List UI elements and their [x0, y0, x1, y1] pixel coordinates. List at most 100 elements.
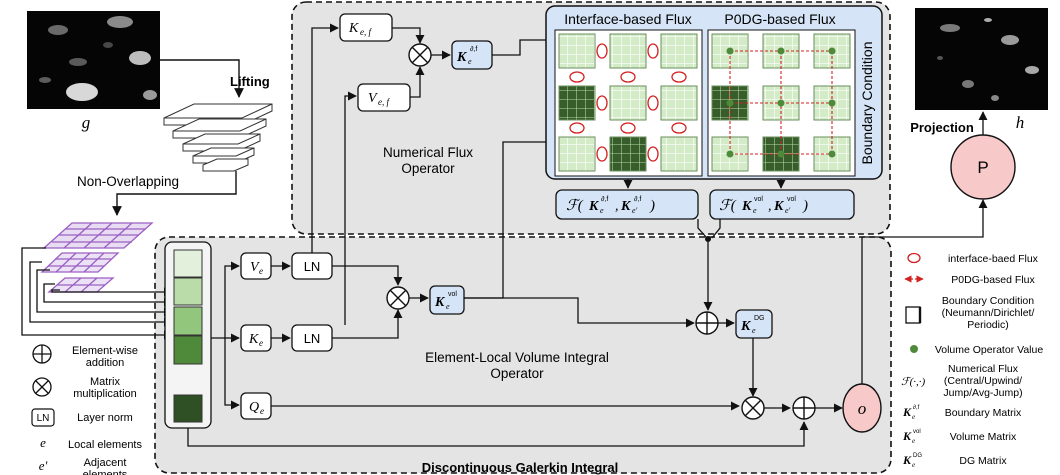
interface-flux-arrows — [569, 43, 687, 162]
legend-boundary-icon — [905, 306, 922, 324]
svg-text:,: , — [615, 199, 619, 214]
svg-text:e: e — [259, 266, 263, 276]
dg-integral-title: Discontinuous Galerkin Integral — [422, 460, 618, 475]
svg-text:vol: vol — [787, 196, 796, 203]
svg-text:e: e — [912, 413, 915, 421]
p0dg-volume-dots — [726, 47, 836, 158]
lifting-label: Lifting — [230, 74, 270, 89]
element-feature-column — [164, 241, 212, 429]
dg-add-node — [695, 311, 719, 335]
projection-label: Projection — [910, 120, 974, 135]
svg-text:K: K — [456, 50, 468, 65]
projection-p-node: P — [950, 134, 1016, 200]
svg-text:∂,f: ∂,f — [601, 196, 608, 203]
legend-flux-function-text: Numerical Flux — [948, 363, 1019, 375]
svg-text:vol: vol — [913, 429, 921, 435]
svg-text:∂,f: ∂,f — [634, 196, 641, 203]
svg-text:): ) — [649, 198, 655, 214]
svg-text:e: e — [600, 206, 604, 215]
legend-adjacent-text: Adjacent — [84, 457, 127, 469]
svg-text:∂,f: ∂,f — [913, 404, 920, 411]
legend-adjacent-text-2: elements — [83, 469, 128, 475]
volume-operator-title: Element-Local Volume Integral — [425, 350, 609, 365]
p0dg-flux-title: P0DG-based Flux — [724, 11, 835, 27]
svg-text:e: e — [912, 461, 915, 469]
legend-volume-value-text: Volume Operator Value — [935, 344, 1044, 356]
dg-integral-region — [154, 236, 892, 474]
legend-interface-icon — [907, 252, 921, 264]
legend-boundary-text-3: Periodic) — [967, 319, 1008, 331]
legend-boundary-matrix-text: Boundary Matrix — [945, 407, 1022, 419]
legend-flux-function-text-2: (Central/Upwind/ — [944, 375, 1022, 387]
k-boundary-box: K e ∂,f — [451, 40, 493, 70]
svg-text:e′: e′ — [632, 206, 638, 215]
h-label: h — [1016, 113, 1025, 132]
svg-text:e′: e′ — [785, 206, 791, 215]
flux-multiply-node — [408, 43, 432, 67]
legend-local-text: Local elements — [68, 439, 142, 451]
final-add-node — [792, 396, 816, 420]
legend-boundary-text-2: (Neumann/Dirichlet/ — [942, 307, 1035, 319]
ln-box-upper: LN — [291, 252, 333, 280]
legend-boundary-text: Boundary Condition — [942, 295, 1034, 307]
svg-text:e: e — [468, 57, 472, 66]
svg-text:e: e — [260, 406, 264, 416]
volume-multiply-node — [386, 286, 410, 310]
legend-volume-matrix-text: Volume Matrix — [950, 431, 1017, 443]
legend-p0dg-text: P0DG-based Flux — [951, 274, 1035, 286]
legend-ln-icon: LN — [31, 408, 55, 427]
svg-text:K: K — [248, 332, 259, 347]
boundary-condition-label: Boundary Condition — [859, 42, 875, 165]
legend-dg-matrix-icon: K eDG — [902, 453, 922, 469]
legend-add-icon — [32, 344, 52, 364]
svg-text:V: V — [368, 91, 378, 106]
svg-text:V: V — [250, 260, 260, 275]
nfo-title-2: Operator — [401, 161, 455, 176]
lifting-stack — [163, 103, 273, 172]
interface-flux-cells — [558, 33, 698, 172]
output-field-image — [915, 8, 1048, 110]
legend-adjacent-symbol: e' — [39, 458, 48, 473]
g-label: g — [82, 113, 91, 132]
svg-text:K: K — [741, 199, 753, 214]
svg-text:e: e — [446, 302, 450, 311]
svg-text:ℱ(: ℱ( — [566, 198, 584, 214]
svg-text:LN: LN — [304, 259, 321, 274]
legend-interface-text: interface-baed Flux — [948, 253, 1039, 265]
interface-flux-title: Interface-based Flux — [564, 11, 692, 27]
element-partition-grid — [40, 222, 154, 293]
non-overlapping-label: Non-Overlapping — [77, 174, 179, 189]
svg-text:K: K — [902, 429, 912, 443]
svg-text:K: K — [588, 199, 600, 214]
input-field-image — [27, 11, 160, 109]
grid-to-column-arrows — [21, 247, 173, 340]
volume-operator-title-2: Operator — [490, 366, 544, 381]
svg-text:K: K — [348, 21, 359, 36]
svg-text:e: e — [752, 326, 756, 335]
svg-text:LN: LN — [37, 413, 50, 424]
legend-flux-function-text-3: Jump/Avg-Jump) — [943, 387, 1022, 399]
svg-text:∂,f: ∂,f — [470, 46, 477, 53]
svg-text:ℱ(·,·): ℱ(·,·) — [901, 376, 926, 388]
svg-text:o: o — [858, 399, 867, 418]
svg-text:e: e — [259, 338, 263, 348]
k-dg-box: K e DG — [735, 309, 773, 339]
column-branch-lines — [211, 261, 240, 410]
nfo-title: Numerical Flux — [383, 145, 473, 160]
legend-volume-dot-icon — [910, 345, 918, 353]
svg-text:K: K — [773, 199, 785, 214]
k-vol-box: K e vol — [429, 285, 465, 315]
svg-text:vol: vol — [448, 291, 457, 298]
final-multiply-node — [741, 396, 765, 420]
legend-multiply-text-2: multiplication — [73, 388, 137, 400]
svg-text:K: K — [434, 295, 446, 310]
legend-ln-text: Layer norm — [77, 412, 133, 424]
legend-flux-function-icon: ℱ(·,·) — [901, 376, 926, 388]
